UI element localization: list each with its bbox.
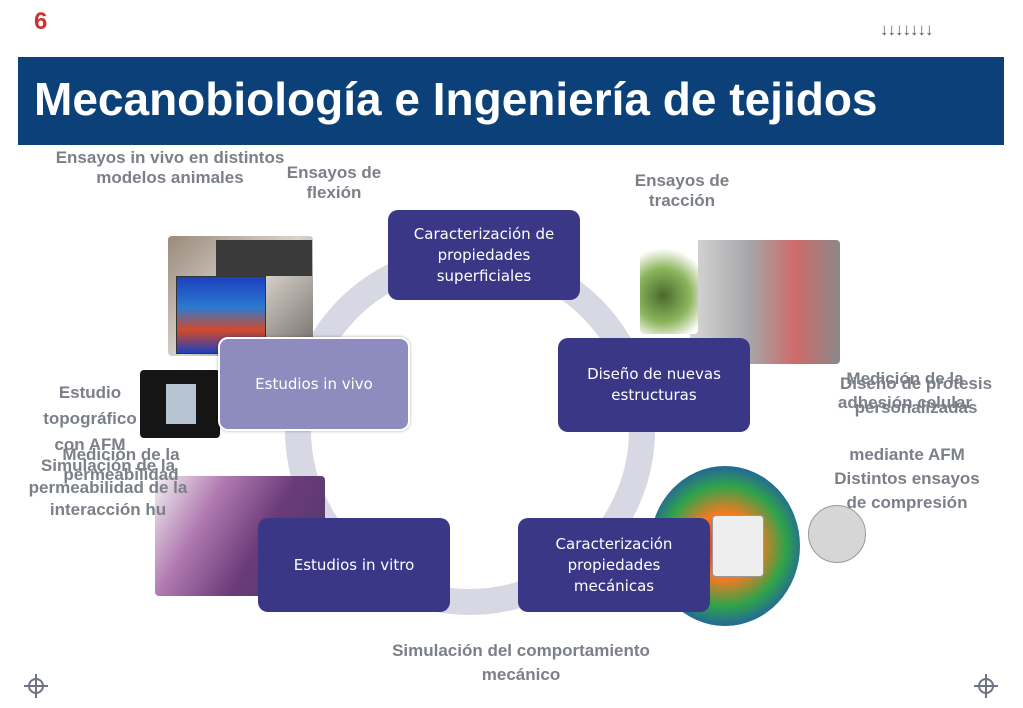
slide-number: 6 xyxy=(34,8,48,35)
label-in-vivo-models: Ensayos in vivo en distintos modelos ani… xyxy=(55,148,285,187)
label-flexion: Ensayos de flexión xyxy=(286,163,382,202)
afm-sample xyxy=(166,384,196,424)
node-new-structures[interactable]: Diseño de nuevas estructuras xyxy=(558,338,750,432)
crosshair-icon xyxy=(974,674,998,698)
title-bar xyxy=(18,57,1004,145)
node-mechanical-properties[interactable]: Caracterización propiedades mecánicas xyxy=(518,518,710,612)
node-surface-properties[interactable]: Caracterización de propiedades superfici… xyxy=(388,210,580,300)
lab-image xyxy=(216,240,312,276)
tibia-diagram xyxy=(640,238,698,334)
scaffold-sample-label xyxy=(712,515,764,577)
node-in-vivo[interactable]: Estudios in vivo xyxy=(218,337,410,431)
afm-image xyxy=(140,370,220,438)
label-simulation-interaction: Simulación de la permeabilidad de la int… xyxy=(28,456,188,519)
label-custom-prosthesis: Diseño de prótesis personalizadas xyxy=(839,374,993,417)
crosshair-icon xyxy=(24,674,48,698)
label-cell-adhesion: Medición de la adhesión celular xyxy=(837,369,973,412)
label-afm-compression: mediante AFM Distintos ensayos de compre… xyxy=(834,445,980,512)
label-mechanical-simulation: Simulación del comportamiento mecánico xyxy=(392,641,650,684)
node-in-vitro[interactable]: Estudios in vitro xyxy=(258,518,450,612)
label-topographic: Estudio topográfico con AFM xyxy=(43,383,137,454)
compression-sample xyxy=(808,505,866,563)
navigation-arrows[interactable]: ↓↓↓↓↓↓↓ xyxy=(880,20,933,39)
slide-title: Mecanobiología e Ingeniería de tejidos xyxy=(34,73,878,125)
label-permeability: Medición de la permeabilidad xyxy=(62,445,180,484)
label-traccion: Ensayos de tracción xyxy=(634,171,730,210)
